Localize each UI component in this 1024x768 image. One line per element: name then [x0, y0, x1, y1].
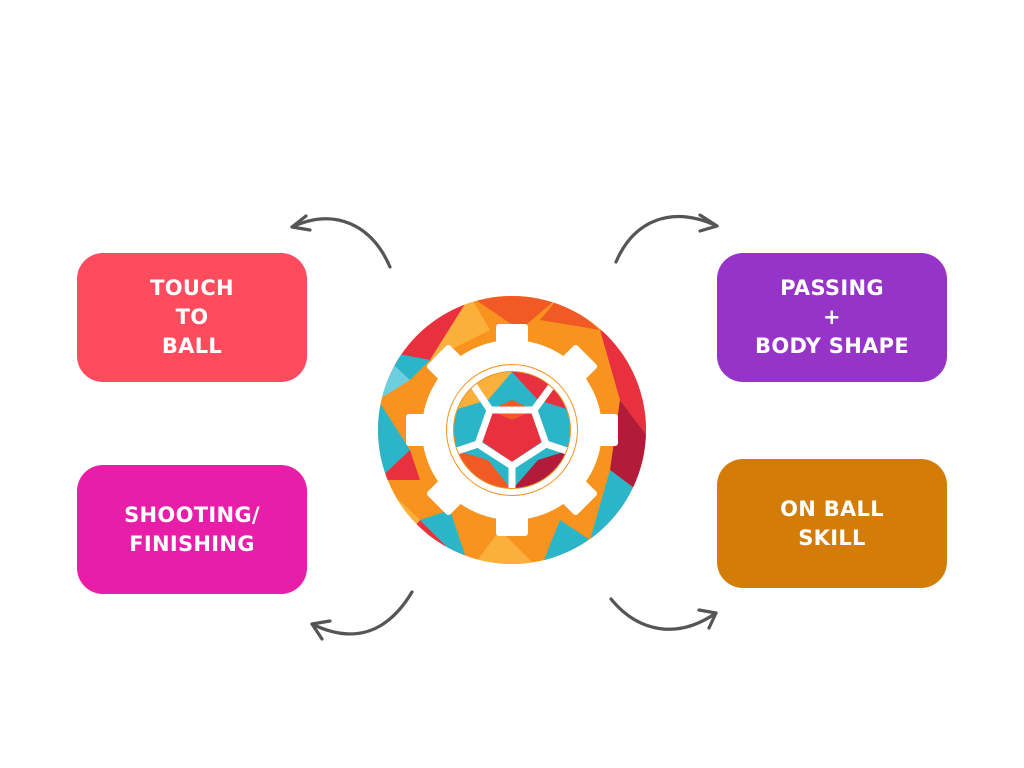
card-touch-line-3: BALL: [161, 334, 223, 358]
card-passing-line-1: PASSING: [780, 276, 884, 300]
card-touch-line-2: TO: [175, 305, 209, 329]
card-passing-line-2: +: [823, 305, 841, 329]
card-onball-line-1: ON BALL: [780, 496, 884, 521]
curved-arrow-icon-top-right: [614, 213, 719, 264]
card-passing-body-shape: PASSING + BODY SHAPE: [717, 253, 947, 382]
soccer-ball-icon: [446, 364, 578, 496]
card-onball-line-2: SKILL: [798, 525, 866, 550]
card-shooting-line-1: SHOOTING/: [124, 502, 260, 527]
curved-arrow-icon-top-left: [290, 214, 392, 269]
card-touch-to-ball: TOUCH TO BALL: [77, 253, 307, 382]
curved-arrow-icon-bottom-right: [609, 597, 718, 631]
card-shooting-finishing: SHOOTING/ FINISHING: [77, 465, 307, 594]
card-on-ball-skill: ON BALL SKILL: [717, 459, 947, 588]
card-passing-line-3: BODY SHAPE: [755, 334, 909, 358]
curved-arrow-icon-bottom-left: [310, 590, 414, 641]
card-shooting-line-2: FINISHING: [129, 531, 255, 556]
card-touch-line-1: TOUCH: [150, 276, 234, 300]
